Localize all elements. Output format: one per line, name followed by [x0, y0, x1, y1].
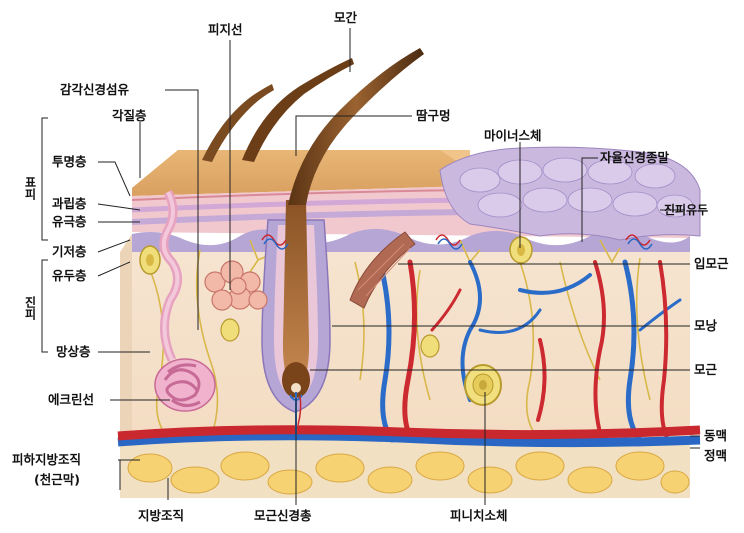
label-artery: 동맥	[704, 428, 727, 443]
hair-shaft-2	[242, 58, 354, 162]
label-stratum-lucidum: 투명층	[52, 154, 87, 169]
label-dermis: 진피	[23, 295, 37, 321]
label-eccrine-gland: 에크린선	[48, 392, 94, 407]
label-vein: 정맥	[704, 448, 727, 463]
main-vessels	[118, 430, 700, 443]
label-hair-root: 모근	[694, 362, 718, 377]
label-dermal-papilla: 진피유두	[664, 202, 708, 217]
label-stratum-spinosum: 유극층	[52, 214, 87, 229]
label-adipose-tissue: 지방조직	[138, 508, 184, 523]
label-papillary-layer: 유두층	[52, 268, 87, 283]
label-hair-shaft: 모간	[334, 10, 358, 25]
dermis-left-edge	[120, 234, 132, 440]
label-subcutaneous-tissue: 피하지방조직	[12, 452, 81, 467]
label-stratum-corneum: 각질층	[112, 108, 147, 123]
dermal-papilla	[291, 383, 301, 393]
label-root-hair-plexus: 모근신경총	[254, 508, 312, 523]
label-reticular-layer: 망상층	[56, 344, 91, 359]
label-superficial-fascia: (천근막)	[34, 472, 80, 487]
label-meissner-corpuscle: 마이너스체	[484, 128, 542, 143]
label-stratum-basale: 기저층	[52, 244, 87, 259]
label-stratum-granulosum: 과립층	[52, 196, 87, 211]
label-sensory-nerve-fiber: 감각신경섬유	[60, 82, 130, 97]
label-sebaceous-gland: 피지선	[208, 22, 243, 37]
label-epidermis: 표피	[23, 176, 37, 201]
main-artery	[118, 430, 700, 436]
label-autonomic-nerve-ending: 자율신경종말	[600, 150, 670, 165]
label-pacinian-corpuscle: 피니치소체	[450, 508, 508, 523]
label-hair-follicle: 모낭	[694, 318, 718, 333]
label-arrector-pili: 입모근	[694, 256, 729, 271]
label-sweat-pore: 땀구멍	[416, 108, 451, 123]
